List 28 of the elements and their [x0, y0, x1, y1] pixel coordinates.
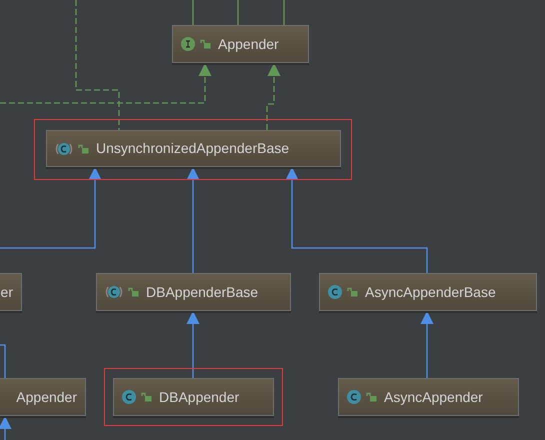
dashed-connector	[0, 63, 212, 104]
class-box	[0, 378, 86, 416]
connector	[420, 311, 434, 378]
dashed-connector	[266, 63, 280, 130]
class-name: AsyncAppenderBase	[365, 282, 496, 302]
connector	[186, 311, 200, 378]
class-name: DBAppenderBase	[146, 282, 258, 302]
class-name: UnsynchronizedAppenderBase	[96, 139, 290, 158]
class-name: DBAppender	[159, 388, 240, 407]
connector	[283, 0, 285, 25]
class-box	[96, 273, 291, 311]
dashed-connector	[75, 0, 120, 130]
class-name: Appender	[218, 34, 279, 54]
class-name: AsyncAppender	[384, 388, 483, 407]
class-box	[46, 130, 341, 167]
connector	[0, 416, 12, 440]
class-box	[113, 378, 274, 416]
connector	[186, 167, 200, 273]
connector	[192, 0, 194, 25]
class-name: Appender	[16, 388, 77, 407]
connector	[0, 167, 102, 249]
class-name: er	[0, 282, 13, 302]
class-box	[319, 273, 537, 311]
connector	[286, 167, 428, 273]
connector	[0, 344, 6, 378]
connector	[237, 0, 239, 25]
class-box	[338, 378, 519, 416]
class-box	[172, 25, 309, 63]
